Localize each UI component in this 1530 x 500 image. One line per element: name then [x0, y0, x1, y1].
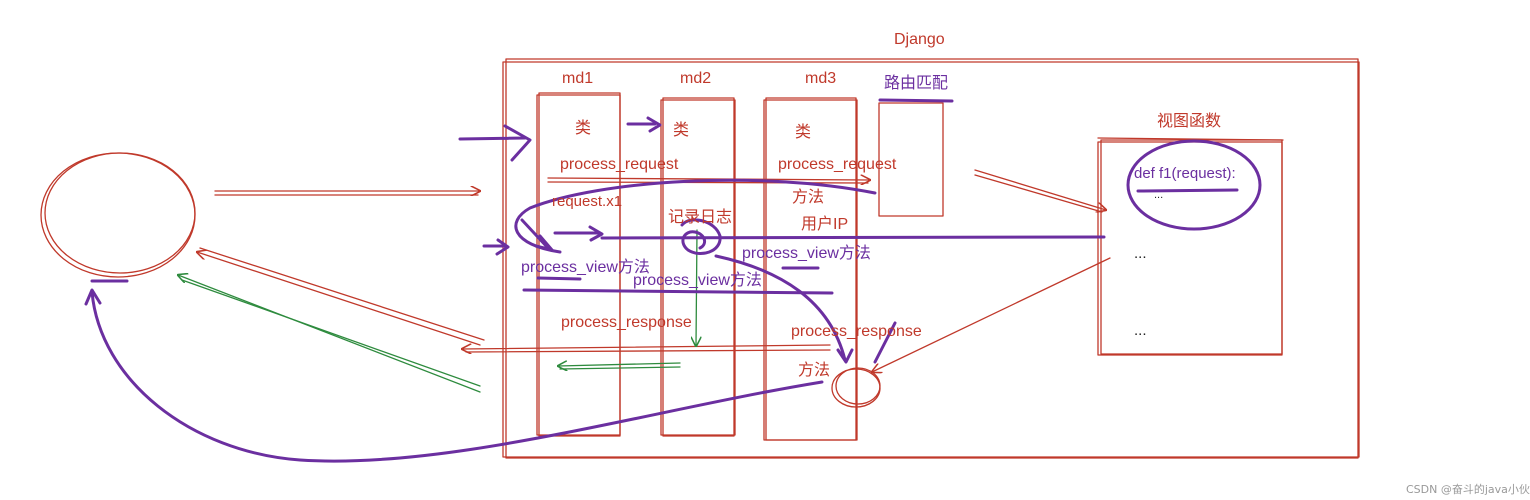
md3-class-label: 类	[795, 123, 811, 141]
md3-user-ip-label: 用户IP	[801, 215, 848, 233]
md1-column	[536, 92, 621, 437]
django-container	[502, 58, 1360, 459]
md2-column	[660, 97, 736, 437]
md3-process-response-label: process_response	[791, 323, 922, 340]
view-body-line: ...	[1154, 189, 1163, 201]
md1-process-response-label: process_response	[561, 314, 692, 331]
md2-log-label: 记录日志	[668, 208, 732, 226]
md3-method-label-2: 方法	[798, 361, 830, 379]
watermark: CSDN @奋斗的java小伙	[1406, 482, 1530, 496]
md2-process-view-label: process_view方法	[633, 271, 762, 289]
django-title: Django	[894, 31, 945, 48]
md3-process-request-label: process_request	[778, 156, 897, 173]
md1-process-view-label: process_view方法	[521, 258, 650, 276]
view-ellipsis-2: ...	[1134, 322, 1147, 339]
router-box	[878, 98, 954, 217]
md1-class-label: 类	[575, 119, 591, 137]
view-panel-title: 视图函数	[1157, 112, 1221, 130]
green-flow-arrows	[178, 229, 697, 393]
client-circle	[40, 152, 196, 283]
def-underline	[1136, 188, 1239, 193]
md2-label: md2	[680, 70, 711, 87]
md3-label: md3	[805, 70, 836, 87]
view-ellipsis-1: ...	[1134, 245, 1147, 262]
purple-annotations	[84, 116, 1106, 463]
router-label: 路由匹配	[884, 74, 948, 92]
view-def-line: def f1(request):	[1134, 165, 1236, 182]
md1-request-attr-label: request.x1	[552, 193, 622, 210]
def-highlight-ellipse	[1126, 139, 1262, 231]
md3-method-label-1: 方法	[792, 188, 824, 206]
md3-process-view-label: process_view方法	[742, 244, 871, 262]
md1-process-request-label: process_request	[560, 156, 679, 173]
md1-label: md1	[562, 70, 593, 87]
md2-class-label: 类	[673, 121, 689, 139]
